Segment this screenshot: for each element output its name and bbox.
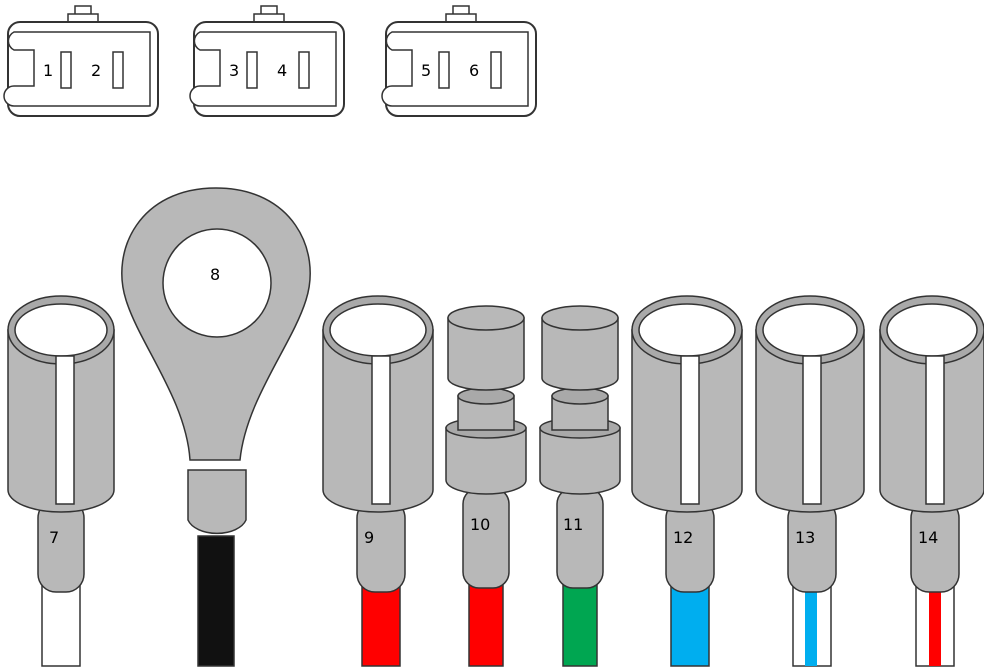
bullet-terminal: 11: [539, 305, 621, 667]
terminal-label: 13: [795, 528, 815, 547]
pin-label: 6: [469, 61, 479, 80]
stripe: [55, 355, 75, 505]
connector-housing: 5 6: [381, 5, 537, 117]
socket-terminal: 13: [755, 295, 865, 667]
terminal-label: 11: [563, 515, 583, 534]
pin-label: 2: [91, 61, 101, 80]
wire: [670, 583, 710, 667]
wire-stripe: [805, 584, 817, 666]
pin-label: 5: [421, 61, 431, 80]
terminal-label: 8: [210, 265, 220, 284]
stripe: [802, 355, 822, 505]
pin-label: 4: [277, 61, 287, 80]
terminal-label: 9: [364, 528, 374, 547]
wire: [562, 579, 598, 667]
socket-terminal: 9: [322, 295, 434, 667]
terminal-label: 7: [49, 528, 59, 547]
wire: [41, 583, 81, 667]
stripe: [371, 355, 391, 505]
pin-slot: [112, 51, 124, 89]
housing-latch-icon: [445, 5, 477, 23]
wire-stripe: [929, 584, 941, 666]
housing-latch-icon: [67, 5, 99, 23]
terminal-label: 10: [470, 515, 490, 534]
pin-label: 1: [43, 61, 53, 80]
wire: [197, 535, 235, 667]
socket-terminal: 12: [631, 295, 743, 667]
ring-terminal: 8: [121, 187, 311, 667]
pin-slot: [246, 51, 258, 89]
terminal-label: 12: [673, 528, 693, 547]
housing-latch-icon: [253, 5, 285, 23]
stripe: [680, 355, 700, 505]
pin-slot: [490, 51, 502, 89]
bullet-terminal: 10: [445, 305, 527, 667]
wire: [361, 583, 401, 667]
socket-terminal: 7: [7, 295, 115, 667]
terminal-label: 14: [918, 528, 938, 547]
stripe: [925, 355, 945, 505]
wire: [468, 579, 504, 667]
pin-slot: [298, 51, 310, 89]
pin-slot: [438, 51, 450, 89]
connector-housing: 3 4: [189, 5, 345, 117]
connector-housing: 1 2: [3, 5, 159, 117]
pin-label: 3: [229, 61, 239, 80]
pin-slot: [60, 51, 72, 89]
socket-terminal: 14: [879, 295, 984, 667]
